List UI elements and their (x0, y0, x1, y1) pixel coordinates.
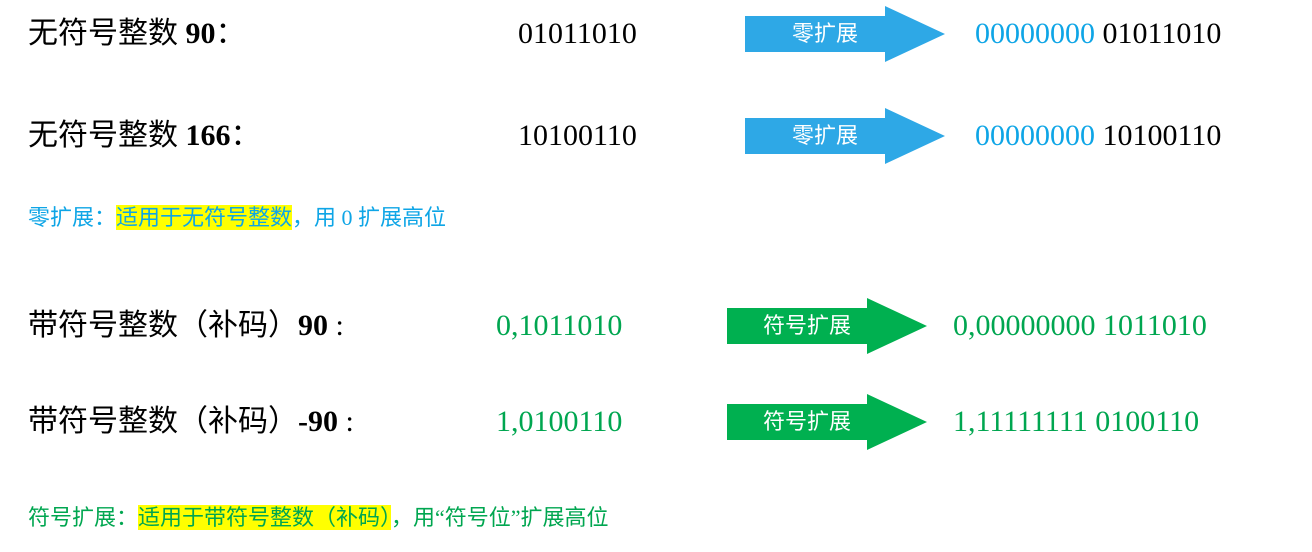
row-label-suffix: : (328, 309, 344, 342)
row-label-suffix: : (338, 405, 354, 438)
arrow-shape (745, 108, 945, 164)
row-unsigned-90: 无符号整数 90： 01011010 零扩展 00000000 01011010 (0, 4, 1312, 64)
arrow-label: 符号扩展 (762, 409, 851, 434)
note-highlight: 适用于无符号整数 (116, 205, 293, 230)
row-label-value: 90 (298, 309, 328, 342)
arrow-label: 零扩展 (791, 21, 858, 46)
row-label-suffix: ： (215, 17, 246, 50)
note-tail: ，用“符号位”扩展高位 (391, 505, 609, 530)
dest-original-bits: 01011010 (1095, 17, 1222, 50)
zero-extend-arrow: 零扩展 (745, 108, 945, 164)
note-highlight: 适用于带符号整数（补码） (138, 505, 392, 530)
row-source-binary: 0,1011010 (496, 309, 623, 342)
row-label-value: -90 (298, 405, 338, 438)
arrow-shape (727, 394, 927, 450)
row-dest-binary: 00000000 01011010 (975, 4, 1221, 64)
note-lead: 零扩展： (28, 205, 117, 230)
row-dest-binary: 1,11111111 0100110 (953, 392, 1199, 452)
row-label-prefix: 带符号整数（补码） (28, 309, 298, 342)
arrow-shape (727, 298, 927, 354)
row-dest-binary: 0,00000000 1011010 (953, 296, 1207, 356)
row-unsigned-166: 无符号整数 166： 10100110 零扩展 00000000 1010011… (0, 106, 1312, 166)
arrow-label: 符号扩展 (762, 313, 851, 338)
row-source-binary: 10100110 (518, 119, 637, 152)
arrow-label: 零扩展 (791, 123, 858, 148)
dest-original-bits: 0100110 (1087, 405, 1200, 438)
row-dest-binary: 00000000 10100110 (975, 106, 1221, 166)
row-source-binary: 1,0100110 (496, 405, 623, 438)
row-source-binary: 01011010 (518, 17, 637, 50)
arrow-shape (745, 6, 945, 62)
row-label-suffix: ： (230, 119, 261, 152)
row-label-value: 90 (185, 17, 216, 50)
row-label: 带符号整数（补码）90 : (28, 296, 344, 356)
dest-extension-bits: 00000000 (975, 17, 1095, 50)
dest-extension-bits: 00000000 (975, 119, 1095, 152)
sign-extend-arrow: 符号扩展 (727, 298, 927, 354)
sign-extend-arrow: 符号扩展 (727, 394, 927, 450)
row-label: 无符号整数 90： (28, 4, 246, 64)
row-label-prefix: 带符号整数（补码） (28, 405, 298, 438)
row-label-prefix: 无符号整数 (28, 119, 186, 152)
zero-extend-arrow: 零扩展 (745, 6, 945, 62)
row-label: 无符号整数 166： (28, 106, 261, 166)
row-label: 带符号整数（补码）-90 : (28, 392, 354, 452)
dest-original-bits: 1011010 (1095, 309, 1207, 342)
sign-extension-note: 符号扩展：适用于带符号整数（补码），用“符号位”扩展高位 (28, 500, 609, 532)
row-label-prefix: 无符号整数 (28, 17, 186, 50)
row-signed-minus-90: 带符号整数（补码）-90 : 1,0100110 符号扩展 1,11111111… (0, 392, 1312, 452)
dest-original-bits: 10100110 (1095, 119, 1222, 152)
dest-extension-bits: 0,00000000 (953, 309, 1096, 342)
row-signed-90: 带符号整数（补码）90 : 0,1011010 符号扩展 0,00000000 … (0, 296, 1312, 356)
note-lead: 符号扩展： (28, 505, 139, 530)
row-label-value: 166 (185, 119, 231, 152)
zero-extension-note: 零扩展：适用于无符号整数，用 0 扩展高位 (28, 200, 446, 232)
dest-extension-bits: 1,11111111 (953, 405, 1088, 438)
note-tail: ，用 0 扩展高位 (292, 205, 447, 230)
